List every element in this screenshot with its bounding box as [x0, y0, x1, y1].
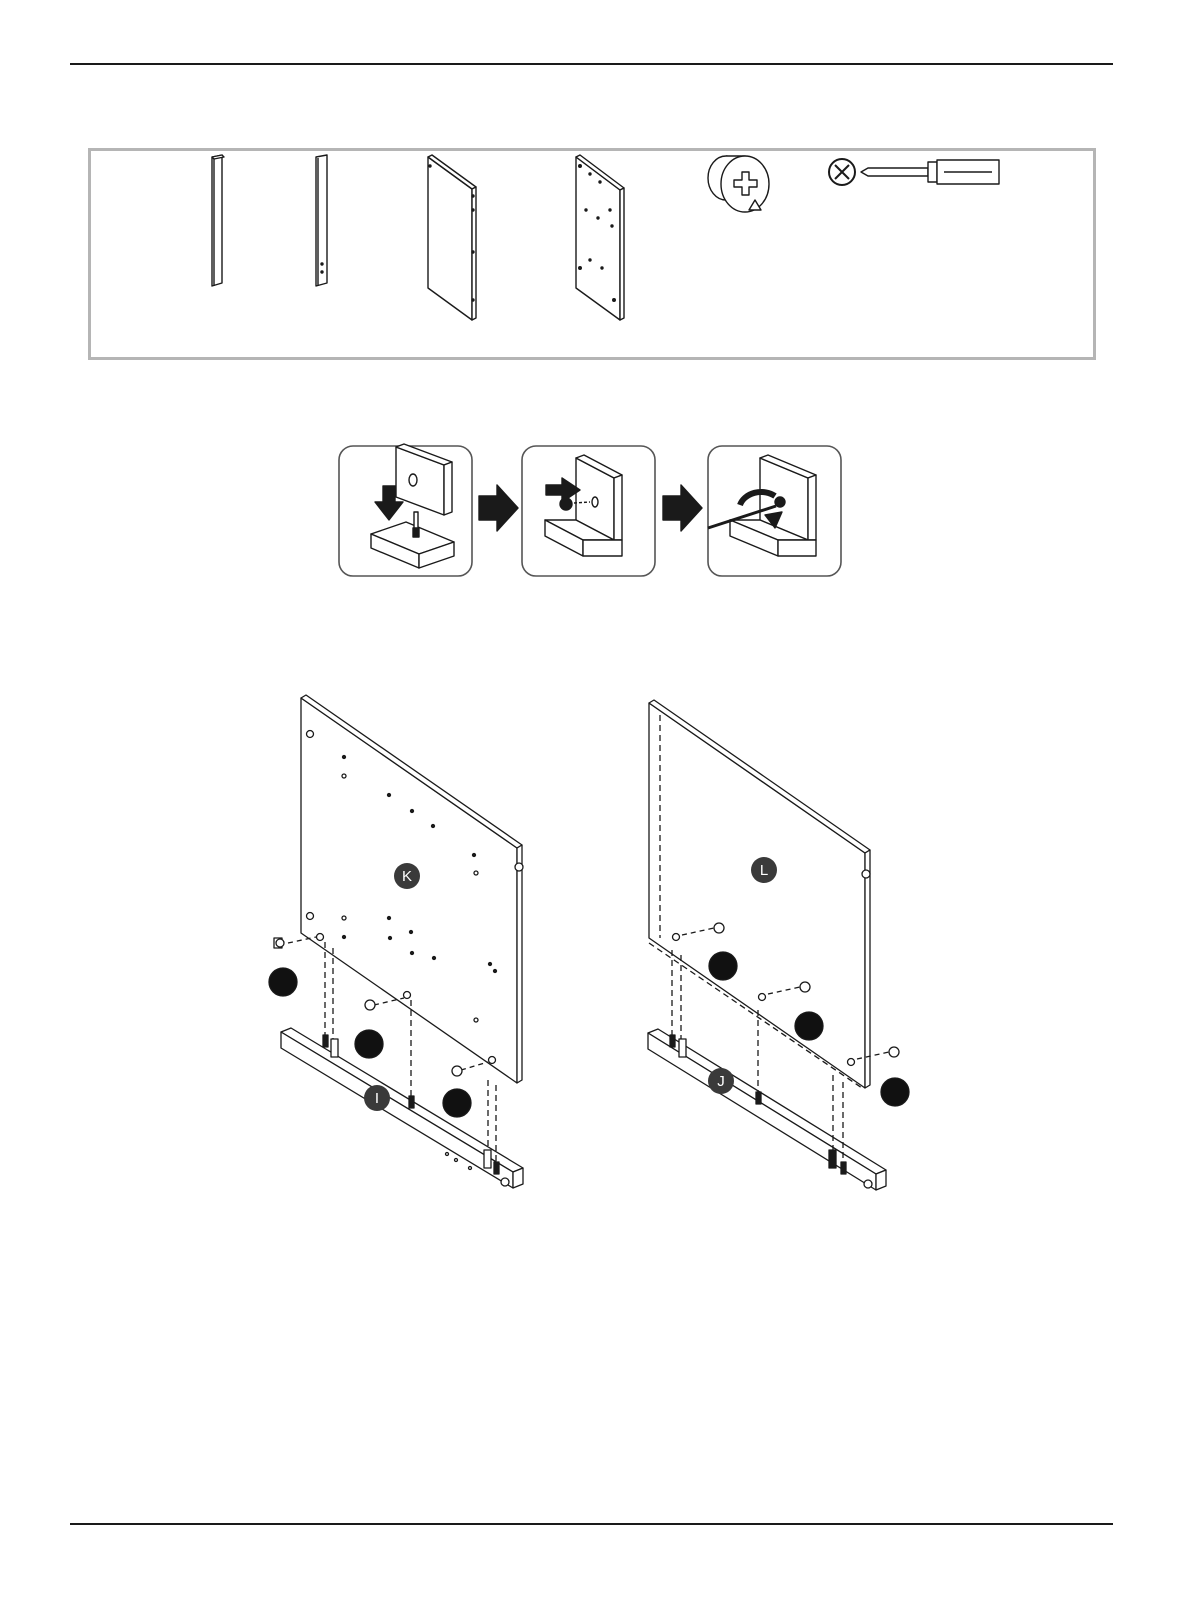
badge-rail-j: J: [708, 1068, 734, 1094]
step-2-insert-cam-icon: [522, 446, 655, 576]
left-assembly: [269, 695, 523, 1188]
step-arrow-1: [479, 485, 518, 531]
parts-list: [0, 0, 1190, 370]
step-arrow-2: [663, 485, 702, 531]
phillips-screwdriver-icon: [829, 159, 999, 185]
badge-panel-l-label: L: [760, 862, 768, 879]
badge-panel-l: L: [751, 857, 777, 883]
part-panel-k: [576, 155, 624, 320]
badge-panel-k-label: K: [402, 868, 412, 885]
badge-rail-j-label: J: [717, 1073, 725, 1090]
part-rail-i: [212, 155, 224, 286]
step-3-tighten-cam-icon: [708, 446, 841, 576]
badge-rail-i-label: I: [375, 1090, 379, 1107]
badge-rail-i: I: [364, 1085, 390, 1111]
cam-lock-steps: [0, 430, 1190, 590]
assembly-diagram: K I L J: [0, 690, 1190, 1210]
step-1-insert-dowel-icon: [339, 444, 472, 576]
part-panel-l: [428, 155, 476, 320]
footer-rule: [70, 1523, 1113, 1525]
badge-panel-k: K: [394, 863, 420, 889]
part-rail-j: [316, 155, 327, 286]
cam-lock-icon: [708, 156, 769, 212]
right-assembly: [648, 700, 909, 1190]
